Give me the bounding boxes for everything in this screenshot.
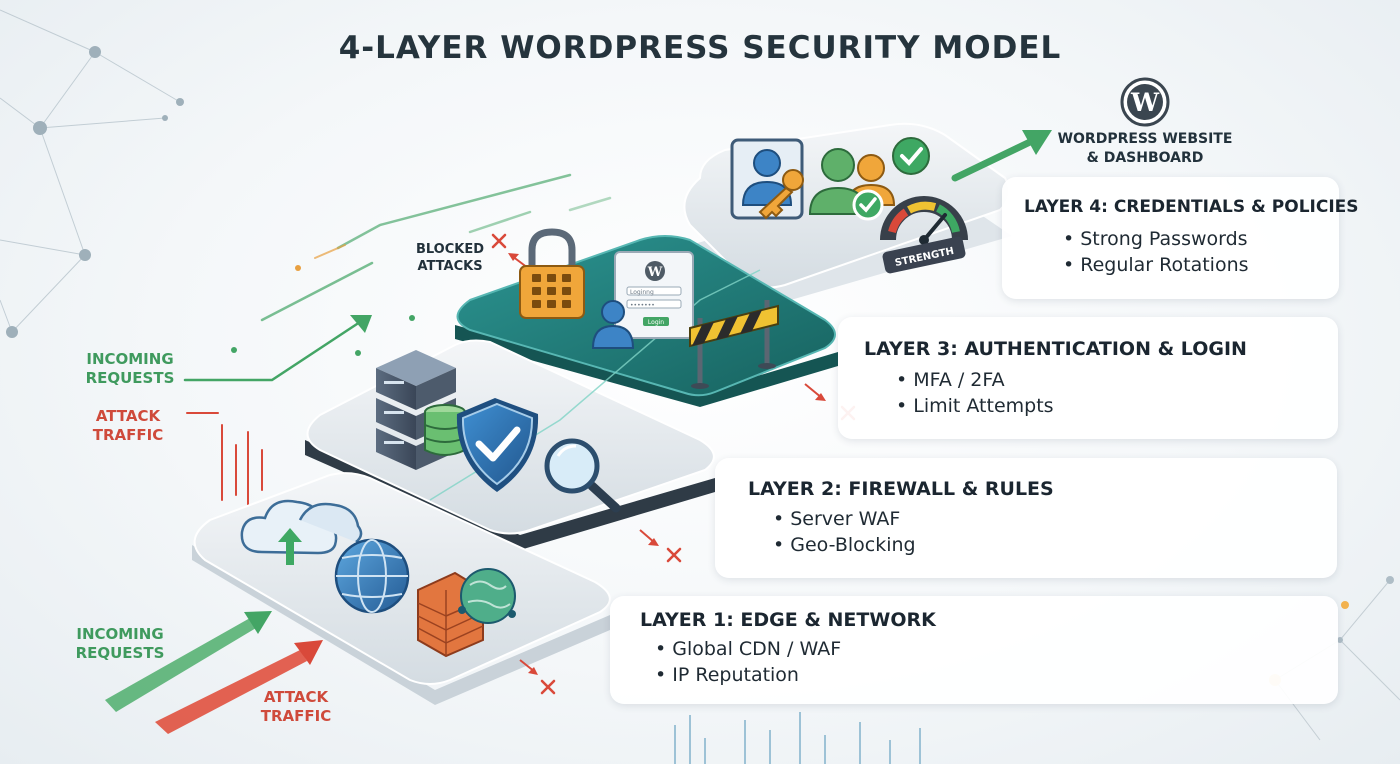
- destination-label-line1: WORDPRESS WEBSITE: [1057, 131, 1233, 147]
- attack-upper-line1: ATTACK: [95, 407, 161, 425]
- layer-2-item-1: Server WAF: [773, 508, 900, 530]
- wordpress-destination-label: WORDPRESS WEBSITE & DASHBOARD: [1045, 130, 1245, 168]
- user-group-check-icon: [808, 137, 930, 221]
- exit-arrow: [951, 130, 1052, 182]
- attack-lower-line2: TRAFFIC: [260, 707, 332, 725]
- page-title: 4-LAYER WORDPRESS SECURITY MODEL: [338, 30, 1062, 66]
- layer-1-title: LAYER 1: EDGE & NETWORK: [640, 609, 936, 631]
- attack-lower-line1: ATTACK: [263, 688, 329, 706]
- blocked-line2: ATTACKS: [417, 259, 483, 274]
- attack-traffic-label-lower: ATTACK TRAFFIC: [250, 688, 342, 726]
- wordpress-logo-icon: W: [1120, 77, 1170, 127]
- incoming-requests-label-upper: INCOMING REQUESTS: [80, 350, 180, 388]
- database-icon: [424, 404, 466, 456]
- layer-3-item-2: Limit Attempts: [896, 395, 1053, 417]
- attack-arrow-lower: [294, 640, 323, 665]
- user-key-icon: [730, 138, 804, 220]
- attack-traffic-streaks: [186, 244, 346, 506]
- destination-label-line2: & DASHBOARD: [1086, 150, 1204, 166]
- layer-1-item-1: Global CDN / WAF: [655, 638, 841, 660]
- user-icon: [591, 300, 635, 349]
- layer-2-title: LAYER 2: FIREWALL & RULES: [748, 478, 1054, 500]
- layer-4-item-1: Strong Passwords: [1063, 228, 1247, 250]
- attack-traffic-label-upper: ATTACK TRAFFIC: [82, 407, 174, 445]
- layer-3-item-1: MFA / 2FA: [896, 369, 1004, 391]
- layer-3-title: LAYER 3: AUTHENTICATION & LOGIN: [864, 338, 1247, 360]
- incoming-upper-line1: INCOMING: [86, 350, 174, 368]
- network-globe-icon: [458, 568, 516, 624]
- attack-upper-line2: TRAFFIC: [92, 426, 164, 444]
- globe-icon: [334, 538, 410, 614]
- svg-text:W: W: [1130, 88, 1160, 117]
- login-password-text: •••••••: [630, 302, 655, 309]
- orange-dots: [231, 265, 415, 356]
- network-decoration-left: [0, 9, 181, 333]
- incoming-requests-label-lower: INCOMING REQUESTS: [70, 625, 170, 663]
- barrier-icon: [689, 300, 779, 389]
- shield-check-icon: [456, 398, 539, 492]
- incoming-arrow-lower: [244, 611, 272, 634]
- blocked-attack-arrows: [508, 253, 826, 675]
- blocked-attacks-label: BLOCKED ATTACKS: [405, 241, 495, 275]
- incoming-lower-line2: REQUESTS: [75, 644, 165, 662]
- login-form-icon: W Loginng ••••••• Login: [614, 251, 694, 339]
- incoming-lower-line1: INCOMING: [76, 625, 164, 643]
- layer-2-item-2: Geo-Blocking: [773, 534, 915, 556]
- incoming-upper-line2: REQUESTS: [85, 369, 175, 387]
- magnifier-icon: [544, 438, 621, 513]
- strength-gauge-icon: STRENGTH: [880, 196, 968, 274]
- attack-stream-lower: [155, 650, 307, 734]
- cloud-upload-icon: [240, 499, 363, 565]
- login-button-text: Login: [648, 319, 664, 326]
- layer-1-item-2: IP Reputation: [655, 664, 799, 686]
- network-nodes-left: [6, 46, 184, 338]
- layer-4-title: LAYER 4: CREDENTIALS & POLICIES: [1024, 197, 1359, 217]
- padlock-keypad-icon: [519, 228, 585, 319]
- login-field-text: Loginng: [630, 289, 654, 296]
- data-bars-decoration: [674, 712, 921, 764]
- layer-4-item-2: Regular Rotations: [1063, 254, 1248, 276]
- incoming-request-streaks: [183, 173, 612, 382]
- blocked-line1: BLOCKED: [415, 242, 485, 257]
- incoming-stream-lower: [105, 618, 256, 712]
- incoming-arrow-upper: [350, 315, 372, 333]
- svg-text:W: W: [647, 265, 663, 280]
